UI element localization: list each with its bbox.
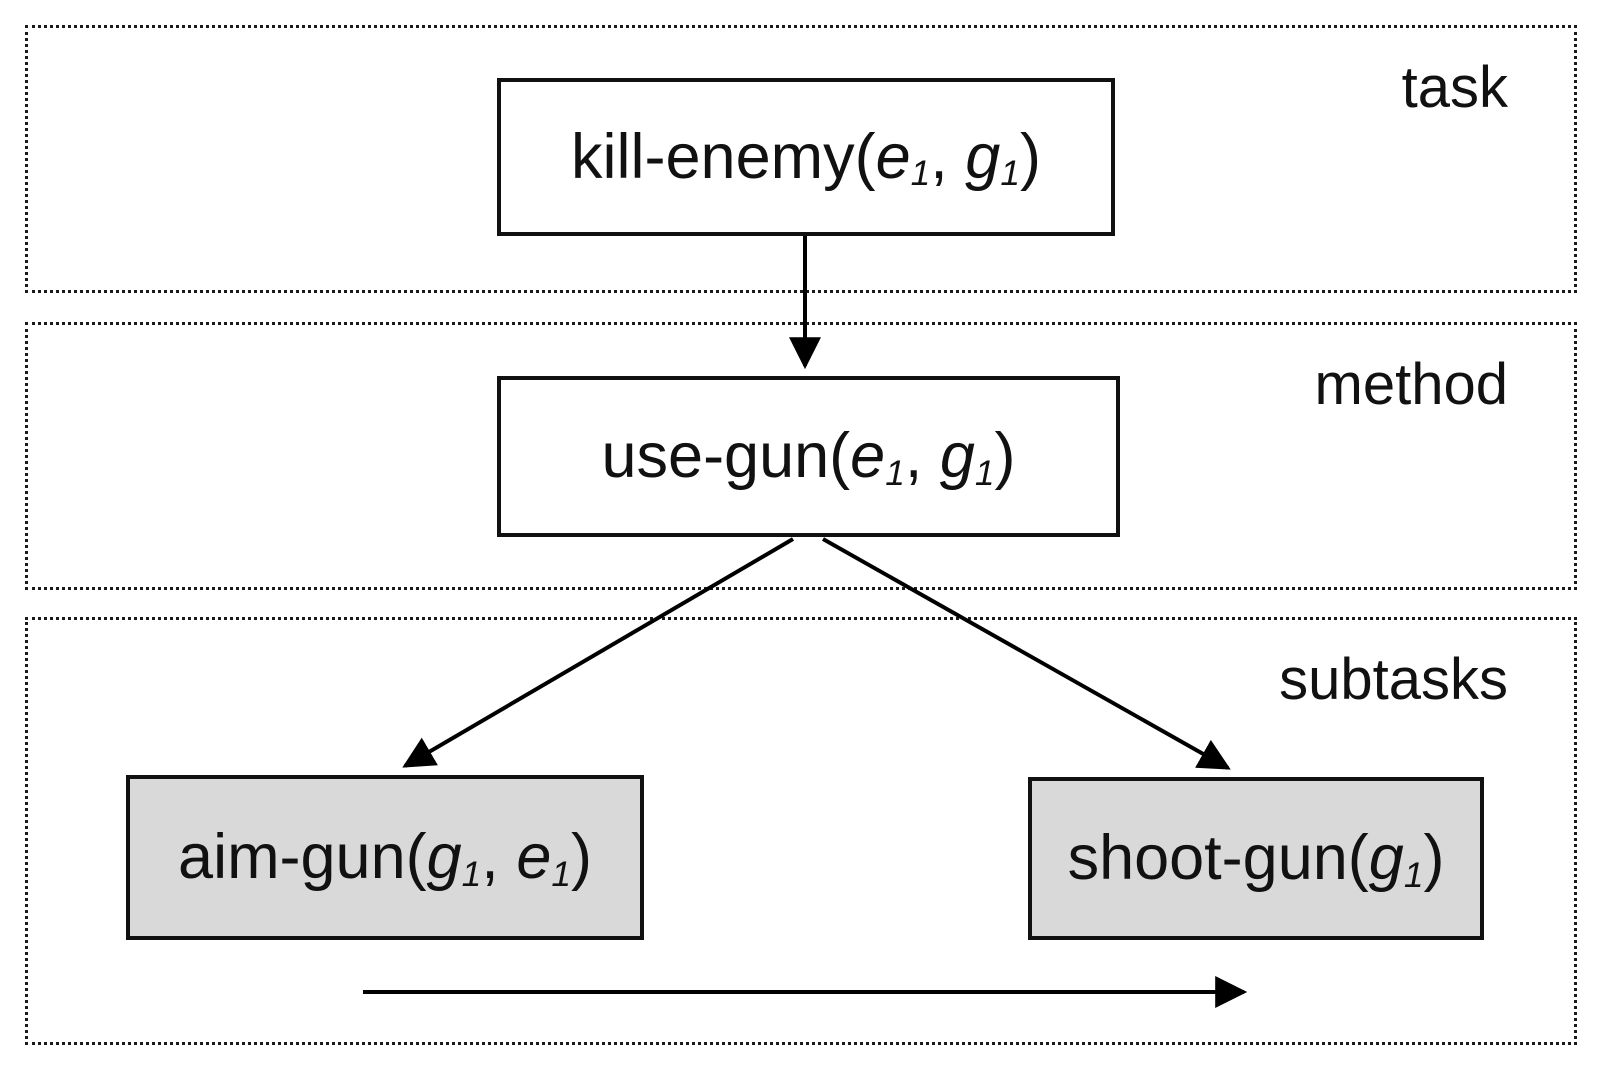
param-1: g [426, 822, 462, 892]
param-2-subscript: 1 [974, 453, 995, 493]
close-paren-text: ) [1423, 823, 1445, 893]
param-1: e [875, 121, 911, 192]
param-2: g [939, 421, 975, 491]
separator-text: , [930, 121, 966, 192]
subtask-node-shoot-gun: shoot-gun(g1) [1028, 777, 1484, 940]
close-paren-text: ) [994, 421, 1016, 491]
close-paren-text: ) [1019, 121, 1041, 192]
param-1-subscript: 1 [885, 453, 905, 493]
subtasks-band: subtasks [25, 617, 1577, 1045]
aim-gun-label: aim-gun(g1, e1) [178, 826, 592, 892]
fn-text: aim-gun( [178, 822, 427, 892]
task-node-kill-enemy: kill-enemy(e1, g1) [497, 78, 1115, 236]
method-node-use-gun: use-gun(e1, g1) [497, 376, 1120, 537]
param-2: g [965, 121, 1001, 192]
task-band: task [25, 25, 1577, 293]
fn-text: use-gun( [601, 421, 851, 491]
method-band-label: method [1314, 352, 1508, 417]
param-1: e [850, 421, 886, 491]
kill-enemy-label: kill-enemy(e1, g1) [571, 125, 1041, 191]
param-2: e [516, 822, 552, 892]
param-1: g [1368, 823, 1404, 893]
subtasks-band-label: subtasks [1279, 647, 1508, 712]
close-paren-text: ) [570, 822, 592, 892]
fn-text: shoot-gun( [1067, 823, 1369, 893]
subtask-node-aim-gun: aim-gun(g1, e1) [126, 775, 644, 940]
param-1-subscript: 1 [910, 154, 931, 194]
param-2-subscript: 1 [551, 854, 571, 894]
use-gun-label: use-gun(e1, g1) [602, 425, 1016, 491]
shoot-gun-label: shoot-gun(g1) [1068, 827, 1445, 893]
separator-text: , [904, 421, 940, 491]
task-band-label: task [1401, 55, 1508, 120]
param-1-subscript: 1 [461, 854, 482, 894]
fn-text: kill-enemy( [571, 121, 876, 192]
param-2-subscript: 1 [1000, 154, 1020, 194]
method-band: method [25, 322, 1577, 590]
param-1-subscript: 1 [1403, 855, 1424, 895]
separator-text: , [481, 822, 517, 892]
